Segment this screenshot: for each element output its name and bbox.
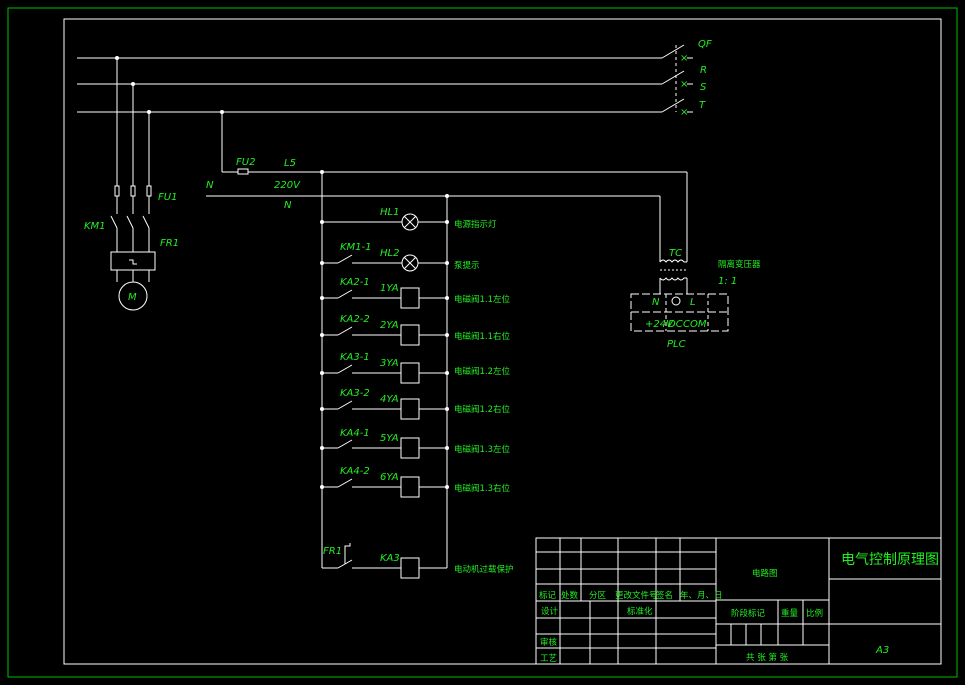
rung-4ya (320, 398, 449, 420)
motor-label: M (128, 292, 137, 303)
tb-mark: 标记 (539, 590, 557, 601)
6ya-desc: 电磁阀1.3右位 (454, 483, 511, 494)
tb-review: 审核 (540, 637, 558, 648)
ka4-1-label: KA4-1 (340, 428, 370, 439)
fu1-label: FU1 (158, 192, 177, 203)
hl1-desc: 电源指示灯 (454, 219, 497, 230)
km1-label: KM1 (84, 221, 106, 232)
hl1-label: HL1 (380, 207, 399, 218)
inner-frame (63, 18, 942, 665)
phase-s-label: S (700, 82, 707, 93)
svg-text:×: × (680, 107, 688, 118)
5ya-desc: 电磁阀1.3左位 (454, 444, 511, 455)
motor-icon (118, 281, 148, 311)
plc-n-terminal: N (652, 297, 660, 308)
2ya-desc: 电磁阀1.1右位 (454, 331, 511, 342)
tb-standard: 标准化 (627, 606, 653, 617)
qf-breaker: × × × (661, 44, 693, 118)
title-block (535, 537, 942, 665)
rung-3ya (320, 362, 449, 384)
4ya-desc: 电磁阀1.2右位 (454, 404, 511, 415)
tb-signature: 签名 (656, 590, 673, 601)
transformer-ratio: 1: 1 (718, 276, 737, 287)
ka3-2-label: KA3-2 (340, 388, 370, 399)
plc-box (630, 293, 729, 332)
tb-drawing-title: 电气控制原理图 (841, 552, 939, 568)
three-phase-bus (77, 56, 662, 114)
rung-hl1 (320, 213, 449, 231)
rung-5ya (320, 437, 449, 459)
control-supply (206, 112, 688, 262)
6ya-label: 6YA (380, 472, 399, 483)
tb-sheet-size: A3 (875, 645, 889, 656)
outer-frame (7, 7, 958, 678)
rung-2ya (320, 324, 449, 346)
ka4-2-label: KA4-2 (340, 466, 370, 477)
3ya-label: 3YA (380, 358, 399, 369)
tb-docno: 更改文件号 (615, 590, 658, 601)
plc-dc-terminal: DC (668, 319, 683, 330)
4ya-label: 4YA (380, 394, 399, 405)
hl2-label: HL2 (380, 248, 399, 259)
ka2-2-label: KA2-2 (340, 314, 370, 325)
svg-text:×: × (680, 53, 688, 64)
2ya-label: 2YA (380, 320, 399, 331)
fr1-label: FR1 (160, 238, 179, 249)
ka2-1-label: KA2-1 (340, 277, 370, 288)
rung-6ya (320, 476, 449, 498)
fr1-contact-label: FR1 (323, 546, 342, 557)
neutral-label-left: N (206, 180, 214, 191)
tb-count: 处数 (561, 590, 579, 601)
rung-1ya (320, 287, 449, 309)
tb-stage: 阶段标记 (731, 608, 766, 619)
svg-text:×: × (680, 79, 688, 90)
phase-r-label: R (700, 65, 707, 76)
3ya-desc: 电磁阀1.2左位 (454, 366, 511, 377)
tc-label: TC (669, 248, 682, 259)
rung-hl2 (320, 254, 449, 272)
ka3-1-label: KA3-1 (340, 352, 370, 363)
1ya-label: 1YA (380, 283, 399, 294)
plc-l-terminal: L (690, 297, 696, 308)
ka3-desc: 电动机过载保护 (454, 564, 514, 575)
tb-design: 设计 (541, 606, 559, 617)
qf-label: QF (698, 39, 712, 50)
5ya-label: 5YA (380, 433, 399, 444)
rung-ka3 (322, 543, 447, 579)
neutral-label-right: N (284, 200, 292, 211)
plc-com-terminal: COM (683, 319, 707, 330)
l5-label: L5 (284, 158, 296, 169)
tb-date: 年、月、日 (680, 590, 723, 601)
1ya-desc: 电磁阀1.1左位 (454, 294, 511, 305)
plc-24v-terminal: +24V (645, 319, 674, 330)
tb-process: 工艺 (540, 654, 557, 664)
plc-label: PLC (667, 339, 686, 350)
tb-scale: 比例 (806, 608, 823, 619)
hl2-desc: 泵提示 (454, 260, 480, 271)
ka3-label: KA3 (380, 553, 400, 564)
transformer-label: 隔离变压器 (718, 259, 761, 270)
phase-t-label: T (699, 100, 706, 111)
tb-drawing-name: 电路图 (752, 568, 778, 579)
tb-weight: 重量 (781, 608, 799, 619)
isolation-transformer (659, 259, 688, 294)
ground-icon (671, 296, 681, 306)
km1-1-label: KM1-1 (340, 242, 372, 253)
fu2-label: FU2 (236, 157, 255, 168)
tb-zone: 分区 (589, 591, 607, 601)
motor-branch (110, 58, 156, 311)
tb-sheet-count: 共 张 第 张 (746, 652, 789, 663)
voltage-label: 220V (274, 180, 301, 191)
